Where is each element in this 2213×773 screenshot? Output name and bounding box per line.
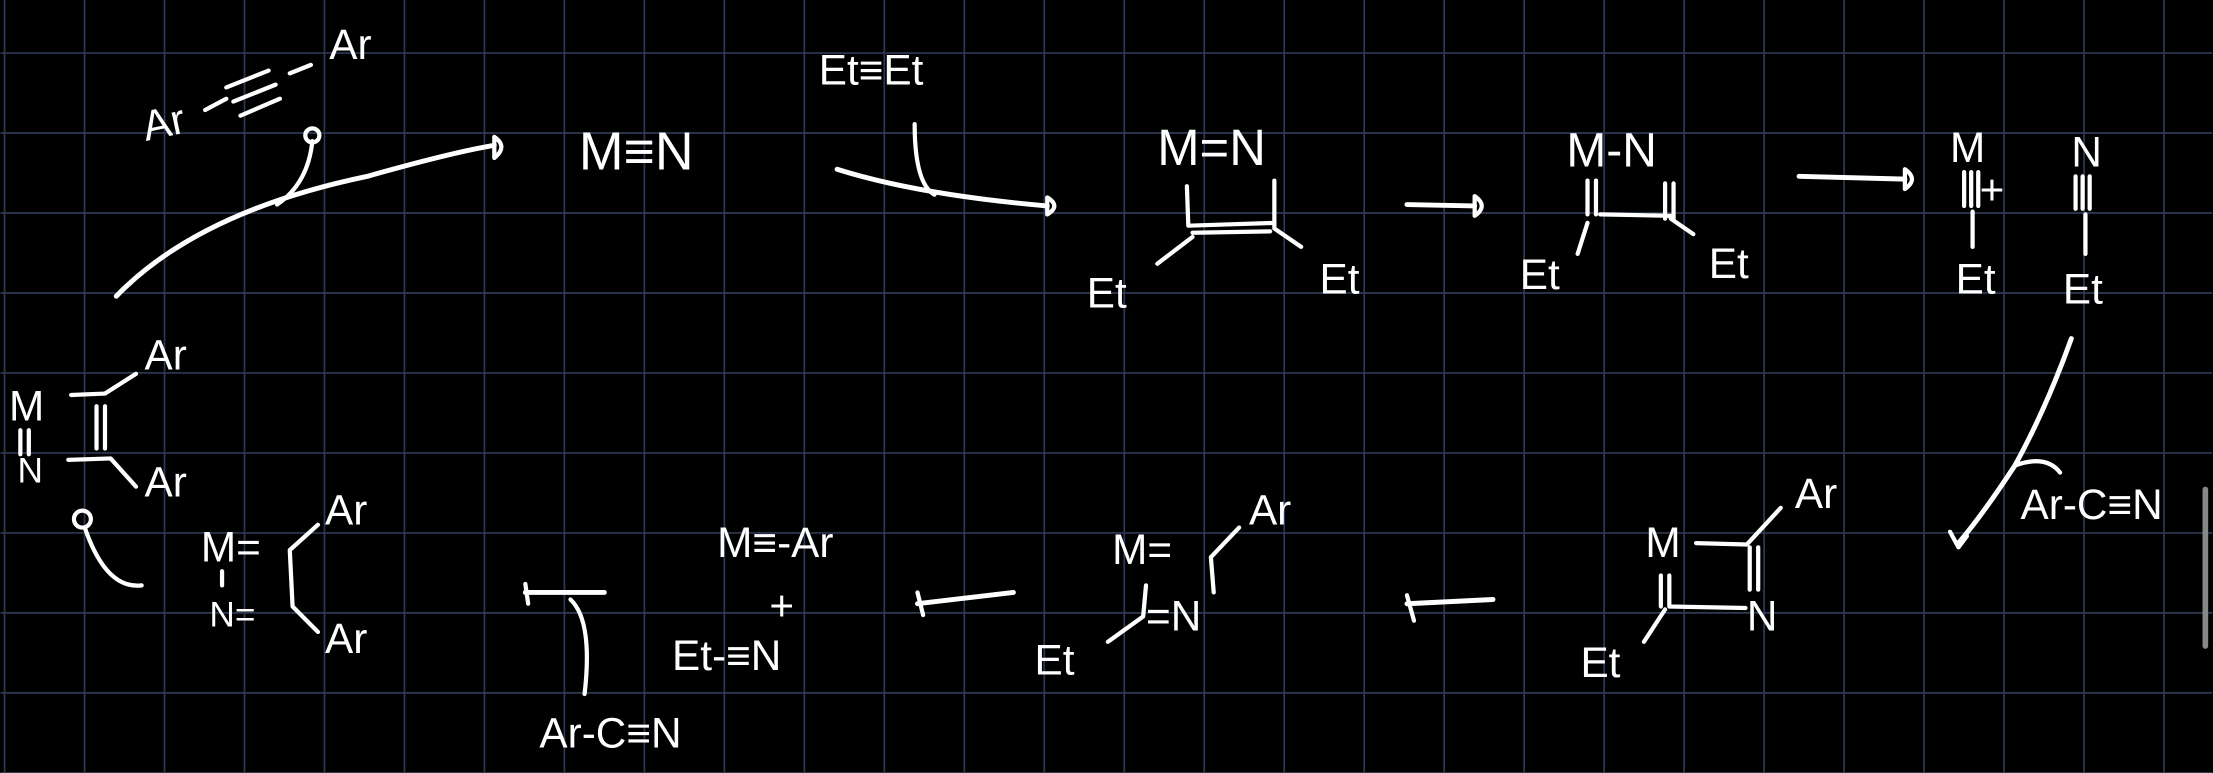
- arrowhead-icon: [1404, 593, 1417, 623]
- product-nitrogen: N: [2071, 128, 2102, 175]
- ring3-nitrogen: N: [1747, 593, 1778, 640]
- reaction-arrow: [834, 166, 1050, 209]
- label-et: Et: [1035, 636, 1075, 683]
- reagent-curve: [2012, 459, 2063, 475]
- triple-bond: [2073, 174, 2092, 257]
- label-et: Et: [1709, 240, 1749, 287]
- plus-sign: +: [1980, 167, 2005, 214]
- label-ar: Ar: [144, 459, 186, 506]
- nitrile-et: Et-≡N: [672, 632, 781, 679]
- ring6-metal: M: [9, 382, 44, 429]
- product-metal: M: [1950, 124, 1985, 171]
- label-et: Et: [1319, 255, 1359, 302]
- reagent-nitrile: Ar-C≡N: [2021, 481, 2163, 528]
- arrowhead-icon: [1947, 529, 1970, 550]
- label-et: Et: [1087, 270, 1127, 317]
- ring4-metal: M=: [1112, 526, 1172, 573]
- attach-circle: [71, 508, 93, 530]
- ring5-nitrogen: N=: [209, 595, 255, 634]
- metal-nitride: M≡N: [579, 121, 694, 181]
- triple-bond: [1962, 169, 1981, 249]
- arrowhead-icon: [1902, 167, 1915, 192]
- reaction-arrow: [113, 142, 497, 299]
- arrowhead-icon: [1472, 193, 1484, 218]
- label-et: Et: [2063, 265, 2103, 312]
- ring-bonds: [1105, 525, 1242, 644]
- label-ar: Ar: [1795, 470, 1837, 517]
- ring1-top: M=N: [1157, 119, 1266, 176]
- label-ar: Ar: [138, 95, 189, 150]
- reaction-arrow: [915, 589, 1016, 607]
- reaction-arrow: [1796, 173, 1908, 182]
- arrowhead-icon: [1045, 195, 1057, 217]
- reagent-curve: [912, 122, 937, 197]
- label-ar: Ar: [325, 487, 367, 534]
- ring-bonds: [1641, 505, 1783, 644]
- label-ar: Ar: [325, 615, 367, 662]
- reaction-arrow: [1404, 597, 1496, 607]
- ring-bonds: [18, 371, 139, 489]
- reaction-curve: [83, 526, 144, 588]
- label-ar: Ar: [1249, 487, 1291, 534]
- ring-bonds: [219, 522, 321, 635]
- arrowhead-icon: [492, 134, 504, 161]
- plus-sign: +: [769, 583, 794, 630]
- vertical-scrollbar[interactable]: [2202, 486, 2209, 649]
- alkyne-et: Et≡Et: [819, 47, 924, 94]
- ring5-metal: M=: [201, 523, 261, 570]
- arrowhead-icon: [523, 581, 531, 606]
- ring6-nitrogen: N: [18, 451, 43, 490]
- ring2-top: M-N: [1566, 124, 1657, 177]
- triple-bond: [203, 62, 314, 118]
- arrowhead-icon: [915, 590, 926, 618]
- label-ar: Ar: [144, 332, 186, 379]
- reaction-arrow: [1404, 202, 1478, 209]
- metal-alkylidyne: M≡-Ar: [717, 519, 833, 566]
- reagent-nitrile: Ar-C≡N: [539, 710, 681, 757]
- reagent-curve: [568, 597, 590, 697]
- ring-bonds: [1155, 178, 1304, 266]
- label-et: Et: [1520, 251, 1560, 298]
- ring4-nitrogen: =N: [1146, 593, 1201, 640]
- label-ar: Ar: [329, 21, 371, 68]
- ring3-metal: M: [1645, 519, 1680, 566]
- label-et: Et: [1956, 255, 1996, 302]
- label-et: Et: [1580, 639, 1620, 686]
- ring-bonds: [1575, 178, 1696, 257]
